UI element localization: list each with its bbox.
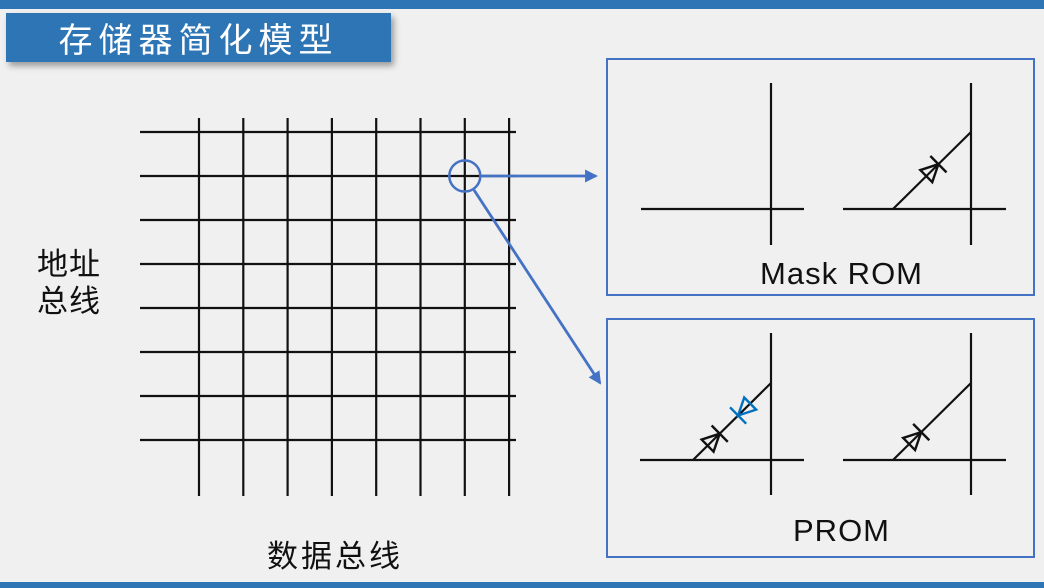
mask-rom-label: Mask ROM [760, 256, 923, 291]
mask-rom-cell-no-diode [641, 83, 804, 245]
address-bus-label: 地址 总线 [37, 247, 101, 319]
mask-rom-cells [641, 83, 1006, 245]
arrow-to-prom [472, 189, 602, 385]
page-title: 存储器简化模型 [58, 22, 339, 60]
bottom-accent-bar [0, 582, 1044, 588]
data-bus-label: 数据总线 [267, 539, 403, 574]
prom-label: PROM [793, 513, 890, 548]
memory-grid-lines [140, 118, 516, 496]
mask-rom-cell-diode [843, 83, 1006, 245]
prom-cell-programmed [640, 333, 804, 495]
prom-cell-diode [843, 333, 1006, 495]
mask-rom-box: Mask ROM [606, 58, 1035, 296]
title-banner: 存储器简化模型 [6, 13, 391, 62]
top-accent-bar [0, 0, 1044, 9]
prom-box: PROM [606, 318, 1035, 558]
highlight-circle [448, 159, 482, 193]
prom-cells [640, 333, 1006, 495]
